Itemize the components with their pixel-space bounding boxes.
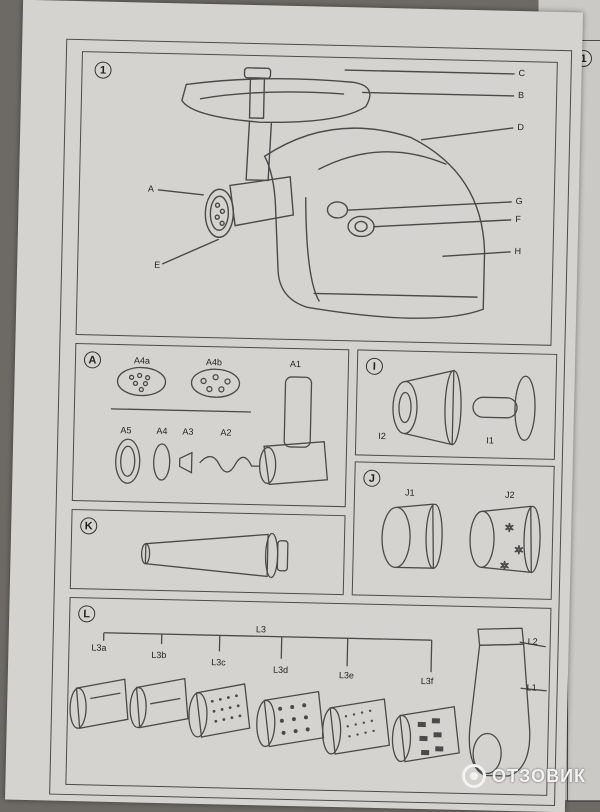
label-i2: I2 (378, 431, 386, 441)
watermark: ОТЗОВИК (462, 764, 586, 788)
screw-a2 (199, 456, 259, 472)
plate-a4b (191, 369, 240, 398)
label-j2: J2 (505, 490, 515, 500)
label-a3: A3 (182, 426, 193, 436)
label-a4: A4 (156, 426, 167, 436)
pusher-stem (250, 78, 265, 118)
drum-l3c (188, 683, 250, 738)
label-i1: I1 (486, 435, 494, 445)
section-j-parts: J ✶ ✶ ✶ J1 J2 (352, 461, 555, 600)
label-c: C (518, 68, 525, 78)
label-l2: L2 (528, 636, 538, 646)
drum-l3e (322, 698, 390, 756)
label-a: A (148, 184, 154, 194)
drum-l3d (256, 690, 324, 748)
meat-grinder-drawing (77, 52, 557, 345)
drum-l3b (130, 677, 189, 728)
label-d: D (517, 122, 524, 132)
label-a5: A5 (120, 425, 131, 435)
housing-l1 (468, 643, 531, 776)
section-a-drawing (73, 344, 348, 506)
label-l1: L1 (527, 682, 537, 692)
barrel-a1 (284, 377, 312, 448)
drum-j1-front (381, 507, 410, 568)
section-i-parts: I I2 I1 (355, 349, 557, 460)
manual-page: 1 (5, 0, 583, 812)
label-j1: J1 (405, 488, 415, 498)
label-l3f: L3f (421, 676, 434, 686)
section-a-parts: A A4a A4b A1 A5 A4 A3 A2 (72, 343, 350, 507)
label-a2: A2 (220, 427, 231, 437)
knob-g (327, 202, 347, 218)
svg-text:✶: ✶ (514, 543, 524, 557)
section-k-parts: K (70, 509, 346, 595)
cone-i2-mouth (392, 381, 417, 434)
drum-l3a (70, 678, 129, 729)
label-l3d: L3d (273, 665, 288, 675)
label-l3c: L3c (211, 657, 226, 667)
section-j-drawing: ✶ ✶ ✶ (353, 462, 554, 598)
watermark-text: ОТЗОВИК (492, 766, 586, 787)
section-k-drawing (71, 510, 345, 594)
sausage-nozzle (145, 532, 268, 577)
knob-f (348, 216, 374, 237)
tray-outline (181, 76, 370, 124)
label-l3b: L3b (151, 650, 166, 660)
section-i-drawing (356, 350, 556, 458)
otzovik-logo-icon (462, 764, 486, 788)
svg-text:✶: ✶ (504, 521, 514, 535)
label-a4a: A4a (134, 355, 150, 365)
plate-a4 (153, 444, 170, 480)
label-b: B (518, 90, 524, 100)
label-f: F (515, 214, 521, 224)
drum-j2-front (469, 511, 494, 568)
section-1-overview: 1 (76, 51, 558, 346)
label-l3e: L3e (339, 670, 354, 680)
pusher-cap (244, 68, 270, 79)
label-a1: A1 (290, 359, 301, 369)
pusher-i1 (473, 397, 517, 418)
housing-l1-l2 (468, 627, 548, 777)
label-h: H (514, 246, 521, 256)
pusher-l2 (478, 627, 524, 646)
label-l3: L3 (256, 624, 266, 634)
label-e: E (154, 260, 160, 270)
label-a4b: A4b (206, 357, 222, 367)
head-barrel (229, 175, 294, 226)
blade-a3 (179, 452, 191, 472)
label-l3a: L3a (91, 642, 106, 652)
l3-bracket (104, 633, 432, 640)
svg-text:✶: ✶ (499, 559, 509, 573)
label-g: G (516, 196, 523, 206)
